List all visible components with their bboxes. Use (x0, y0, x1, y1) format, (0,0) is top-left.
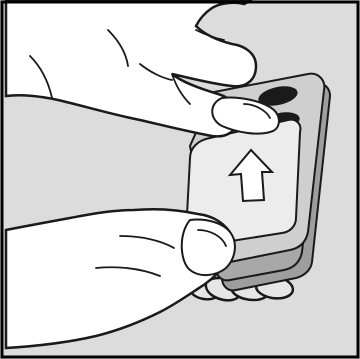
thumb-tip (182, 220, 235, 276)
